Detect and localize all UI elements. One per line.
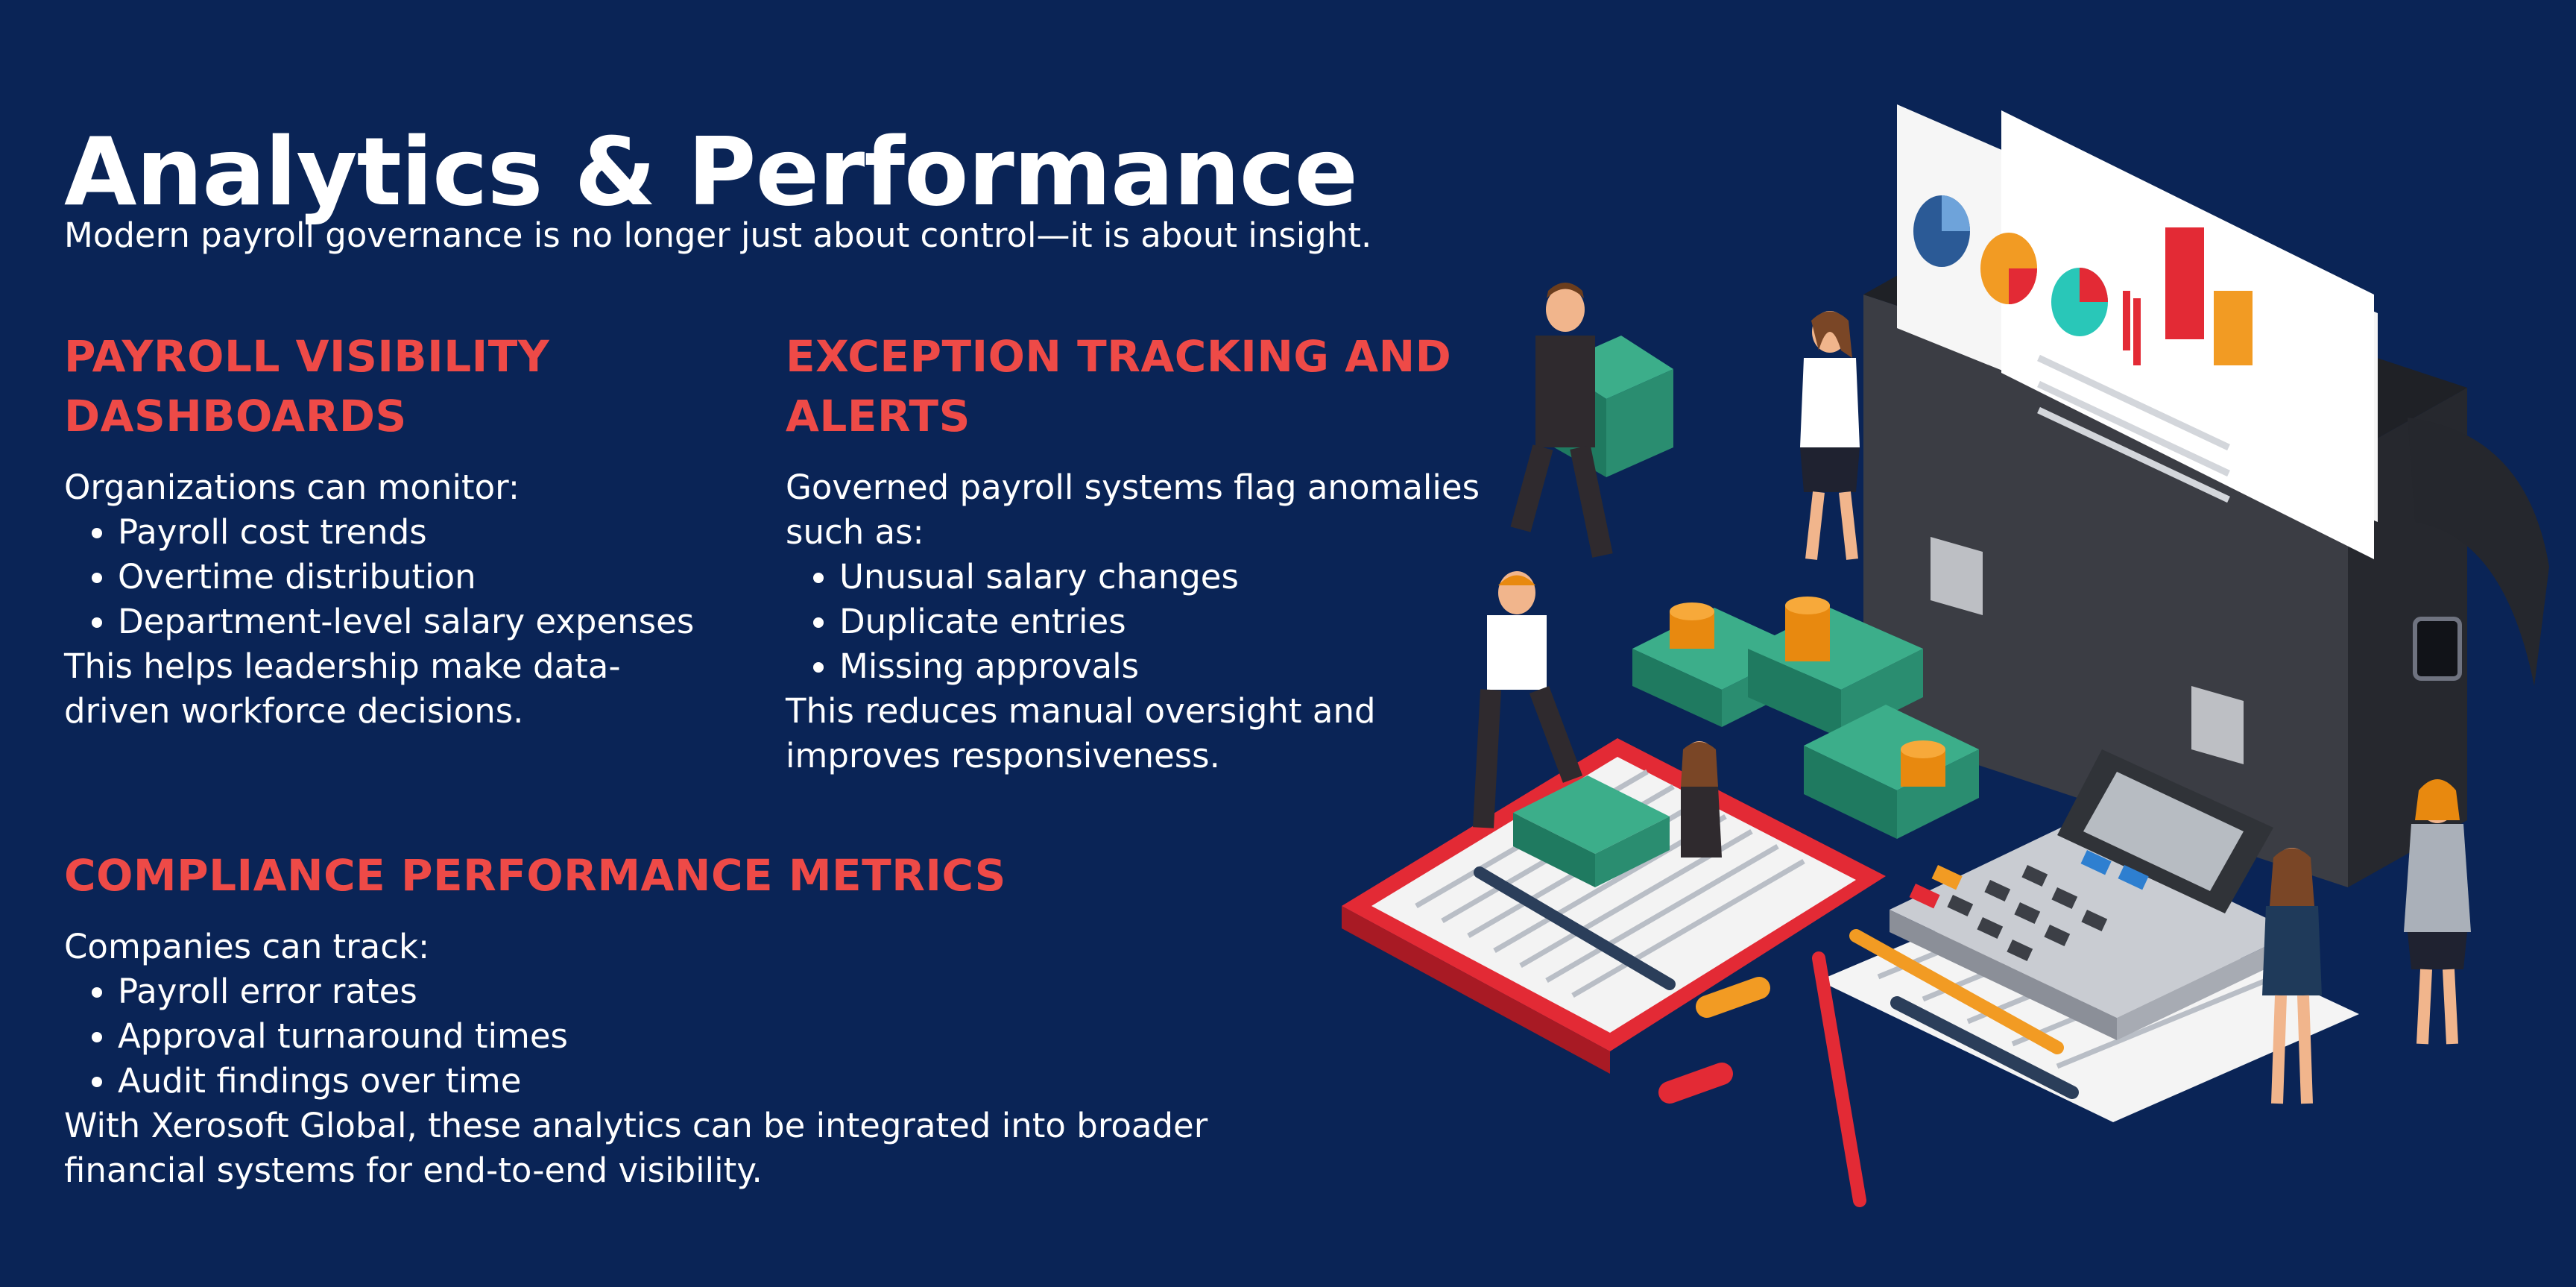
outro-text: This reduces manual oversight and (786, 691, 1376, 731)
heading-line: ALERTS (786, 391, 970, 441)
section-compliance-metrics: COMPLIANCE PERFORMANCE METRICS Companies… (64, 846, 1331, 1193)
bullet-list: Payroll cost trends Overtime distributio… (64, 510, 735, 644)
lead-text: Governed payroll systems flag anomalies (786, 468, 1480, 507)
bullet-list: Unusual salary changes Duplicate entries… (786, 555, 1531, 689)
section-payroll-visibility: PAYROLL VISIBILITY DASHBOARDS Organizati… (64, 327, 735, 734)
list-item: Missing approvals (839, 644, 1531, 689)
section-body: Organizations can monitor: Payroll cost … (64, 465, 735, 734)
calculator-icon (1890, 749, 2296, 1040)
payroll-illustration-icon (1342, 104, 2549, 1207)
bullet-list: Payroll error rates Approval turnaround … (64, 969, 1331, 1104)
outro-text: driven workforce decisions. (64, 691, 524, 731)
outro-text: financial systems for end-to-end visibil… (64, 1151, 763, 1190)
list-item: Unusual salary changes (839, 555, 1531, 600)
coin-stacks-icon (1670, 597, 1945, 787)
section-heading: EXCEPTION TRACKING AND ALERTS (786, 327, 1531, 446)
outro-text: With Xerosoft Global, these analytics ca… (64, 1106, 1208, 1145)
list-item: Department-level salary expenses (118, 600, 735, 644)
heading-line: PAYROLL VISIBILITY (64, 331, 550, 382)
business-people-icon (1473, 283, 2471, 1104)
outro-text: This helps leadership make data- (64, 646, 621, 686)
section-heading: COMPLIANCE PERFORMANCE METRICS (64, 850, 1006, 901)
section-body: Governed payroll systems flag anomalies … (786, 465, 1531, 778)
list-item: Approval turnaround times (118, 1014, 1331, 1059)
lead-text: Organizations can monitor: (64, 468, 520, 507)
intro-text: Modern payroll governance is no longer j… (64, 215, 1372, 255)
list-item: Duplicate entries (839, 600, 1531, 644)
lead-text: such as: (786, 512, 924, 552)
section-body: Companies can track: Payroll error rates… (64, 925, 1331, 1193)
outro-text: improves responsiveness. (786, 736, 1220, 775)
list-item: Payroll cost trends (118, 510, 735, 555)
heading-line: EXCEPTION TRACKING AND (786, 331, 1452, 382)
list-item: Payroll error rates (118, 969, 1331, 1014)
pencils-icon (1658, 929, 2079, 1207)
list-item: Audit findings over time (118, 1059, 1331, 1104)
report-documents-icon (1897, 104, 2378, 559)
list-item: Overtime distribution (118, 555, 735, 600)
clipboard-icon (1342, 738, 1886, 1074)
lead-text: Companies can track: (64, 927, 430, 966)
page-title: Analytics & Performance (64, 117, 1358, 227)
heading-line: DASHBOARDS (64, 391, 407, 441)
section-exception-tracking: EXCEPTION TRACKING AND ALERTS Governed p… (786, 327, 1531, 778)
section-heading: PAYROLL VISIBILITY DASHBOARDS (64, 327, 735, 446)
